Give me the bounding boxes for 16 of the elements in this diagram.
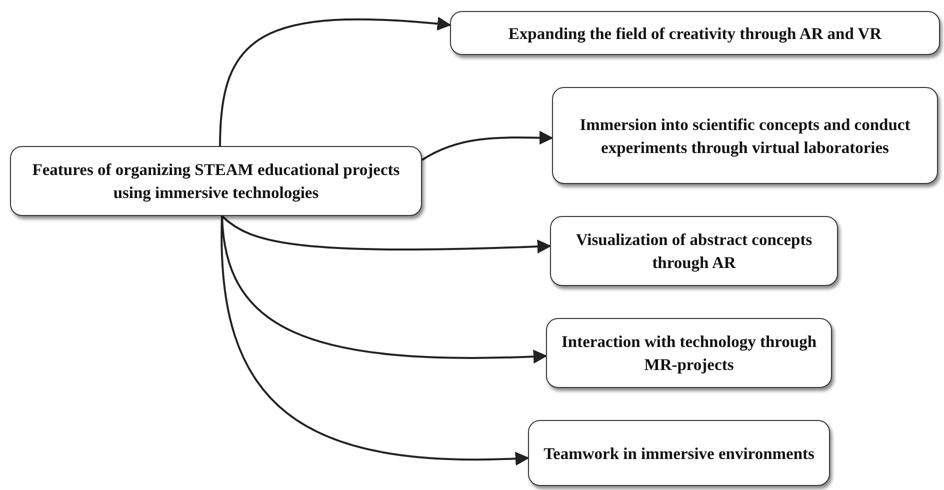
feature-box	[450, 11, 940, 55]
arrow	[221, 216, 530, 466]
box-text: Teamwork in immersive environments	[544, 442, 814, 464]
box-text: Visualization of abstract concepts through AR	[574, 229, 814, 274]
arrow	[421, 130, 554, 161]
feature-box	[552, 87, 938, 184]
arrow	[221, 215, 552, 254]
feature-box	[546, 318, 832, 388]
box-text: Interaction with technology through MR-projects	[560, 331, 818, 376]
arrow	[219, 16, 452, 146]
box-text: Immersion into scientific concepts and conduct experiments through virtual laboratories	[578, 114, 912, 158]
topic-box	[10, 146, 422, 216]
feature-box	[550, 216, 838, 286]
feature-box	[528, 420, 830, 486]
box-text: Features of organizing STEAM educational projects using immersive technologies	[31, 159, 401, 204]
box-text: Expanding the field of creativity through AR and VR	[508, 22, 882, 44]
